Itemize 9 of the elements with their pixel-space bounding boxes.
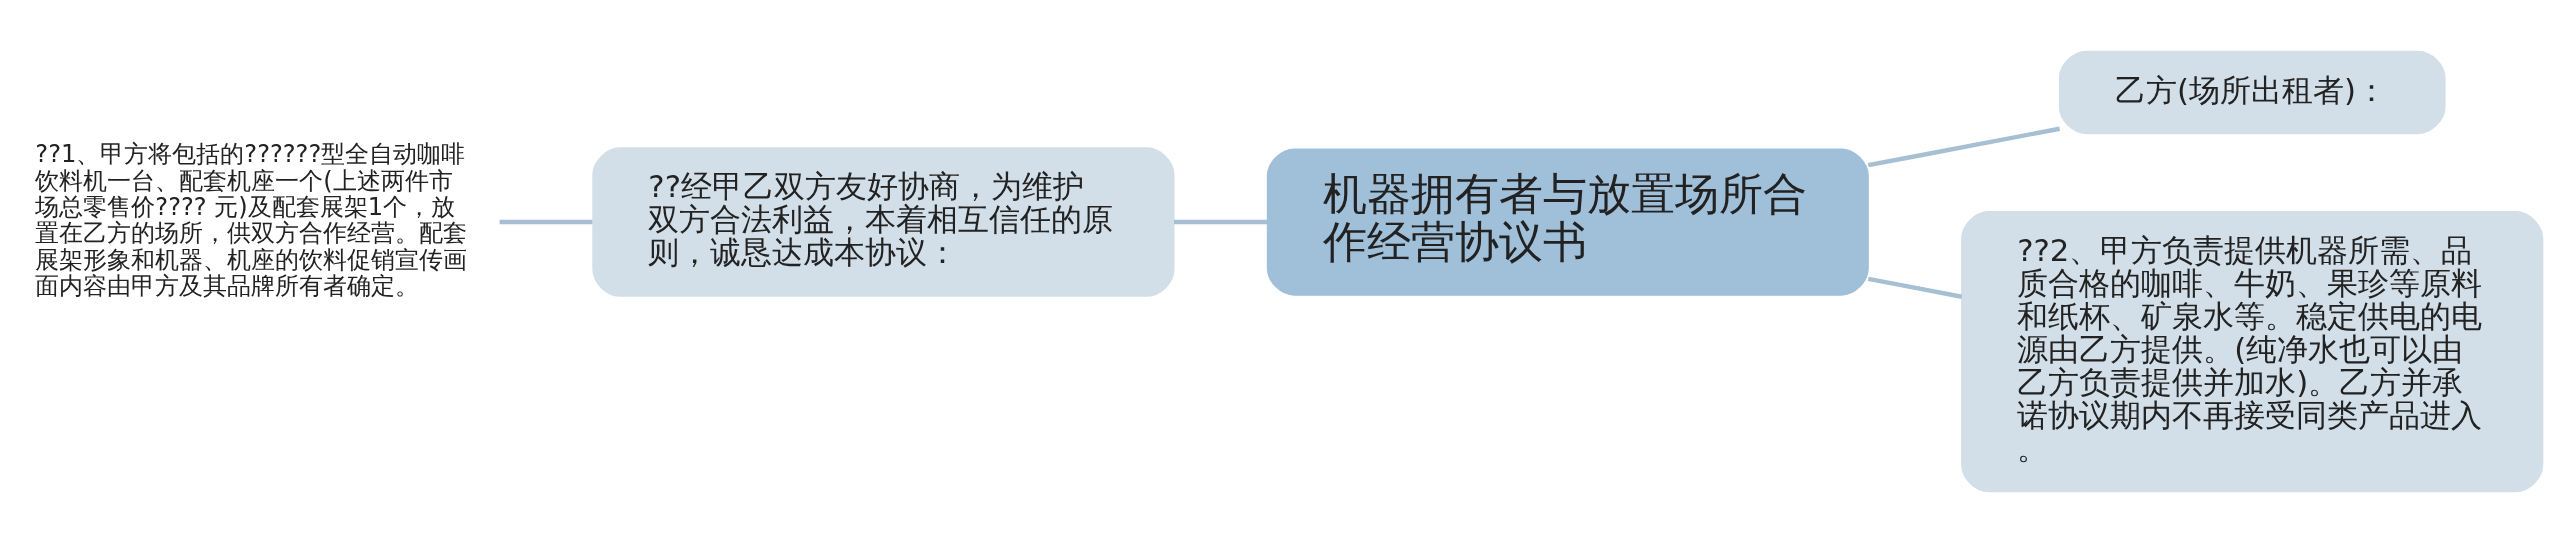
node-box: ??2、甲方负责提供机器所需、品质合格的咖啡、牛奶、果珍等原料和纸杯、矿泉水等。稳定供电的电源由乙方提供。(纯净水也可以由乙方负责提供并加水)。乙方并承诺协议期内不再接受同类产品进入。 — [1961, 210, 2544, 492]
node-text: ??1、甲方将包括的??????型全自动咖啡饮料机一台、配套机座一个(上述两件市场总零售价???? 元)及配套展架1个，放置在乙方的场所，供双方合作经营。配套展架形象和机器、机座的饮料促销宣传画面内容由甲方及其品牌所有者确定。 — [35, 139, 468, 300]
connector — [1174, 219, 1267, 224]
node-box: ??经甲乙双方友好协商，为维护双方合法利益，本着相互信任的原则，诚恳达成本协议： — [592, 146, 1175, 297]
connector — [1867, 276, 1963, 299]
connector — [1867, 126, 2061, 167]
connector — [499, 219, 593, 224]
node-box: 机器拥有者与放置场所合作经营协议书 — [1266, 147, 1869, 296]
node-box: 乙方(场所出租者)： — [2058, 50, 2446, 134]
